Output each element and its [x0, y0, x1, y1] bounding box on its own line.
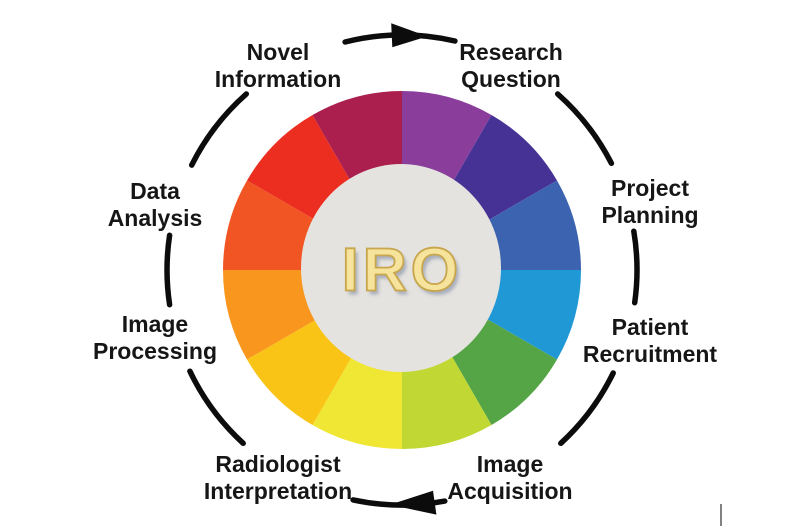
stage-label-image-acquisition: Image Acquisition	[447, 451, 572, 505]
stage-line: Radiologist	[215, 451, 341, 477]
stage-label-research-question: Research Question	[459, 39, 563, 93]
stage-line: Patient	[611, 314, 689, 340]
stage-line: Processing	[93, 338, 217, 364]
cycle-arc-right	[631, 228, 640, 306]
stage-label-image-processing: Image Processing	[93, 311, 217, 365]
cycle-arc-bottom-right	[558, 370, 616, 447]
stage-line: Information	[214, 66, 342, 92]
stage-line: Planning	[601, 202, 699, 228]
cycle-arc-left	[164, 232, 173, 308]
stage-label-data-analysis: Data Analysis	[108, 178, 203, 232]
stage-line: Question	[461, 66, 561, 92]
stage-label-novel-information: Novel Information	[215, 39, 342, 93]
text-cursor-artifact	[720, 504, 722, 526]
stage-line: Novel	[246, 39, 310, 65]
stage-line: Acquisition	[447, 478, 573, 504]
stage-line: Research	[459, 39, 563, 65]
stage-line: Image	[476, 451, 544, 477]
center-title: IRO	[341, 235, 463, 305]
stage-label-patient-recruitment: Patient Recruitment	[583, 314, 717, 368]
stage-label-radiologist-interpretation: Radiologist Interpretation	[204, 451, 352, 505]
cycle-arc-bottom-arrowhead-icon	[389, 490, 437, 515]
cycle-arc-top-right	[554, 91, 615, 167]
cycle-arc-top-left	[188, 91, 250, 168]
stage-line: Interpretation	[203, 478, 353, 504]
stage-line: Recruitment	[582, 341, 718, 367]
stage-label-project-planning: Project Planning	[601, 175, 698, 229]
cycle-arc-bottom-left	[187, 368, 246, 447]
cycle-arc-top-arrowhead-icon	[391, 23, 428, 48]
stage-line: Analysis	[107, 205, 203, 231]
stage-line: Data	[130, 178, 180, 204]
stage-line: Project	[611, 175, 689, 201]
stage-line: Image	[121, 311, 189, 337]
wheel-hub-circle	[301, 164, 501, 372]
